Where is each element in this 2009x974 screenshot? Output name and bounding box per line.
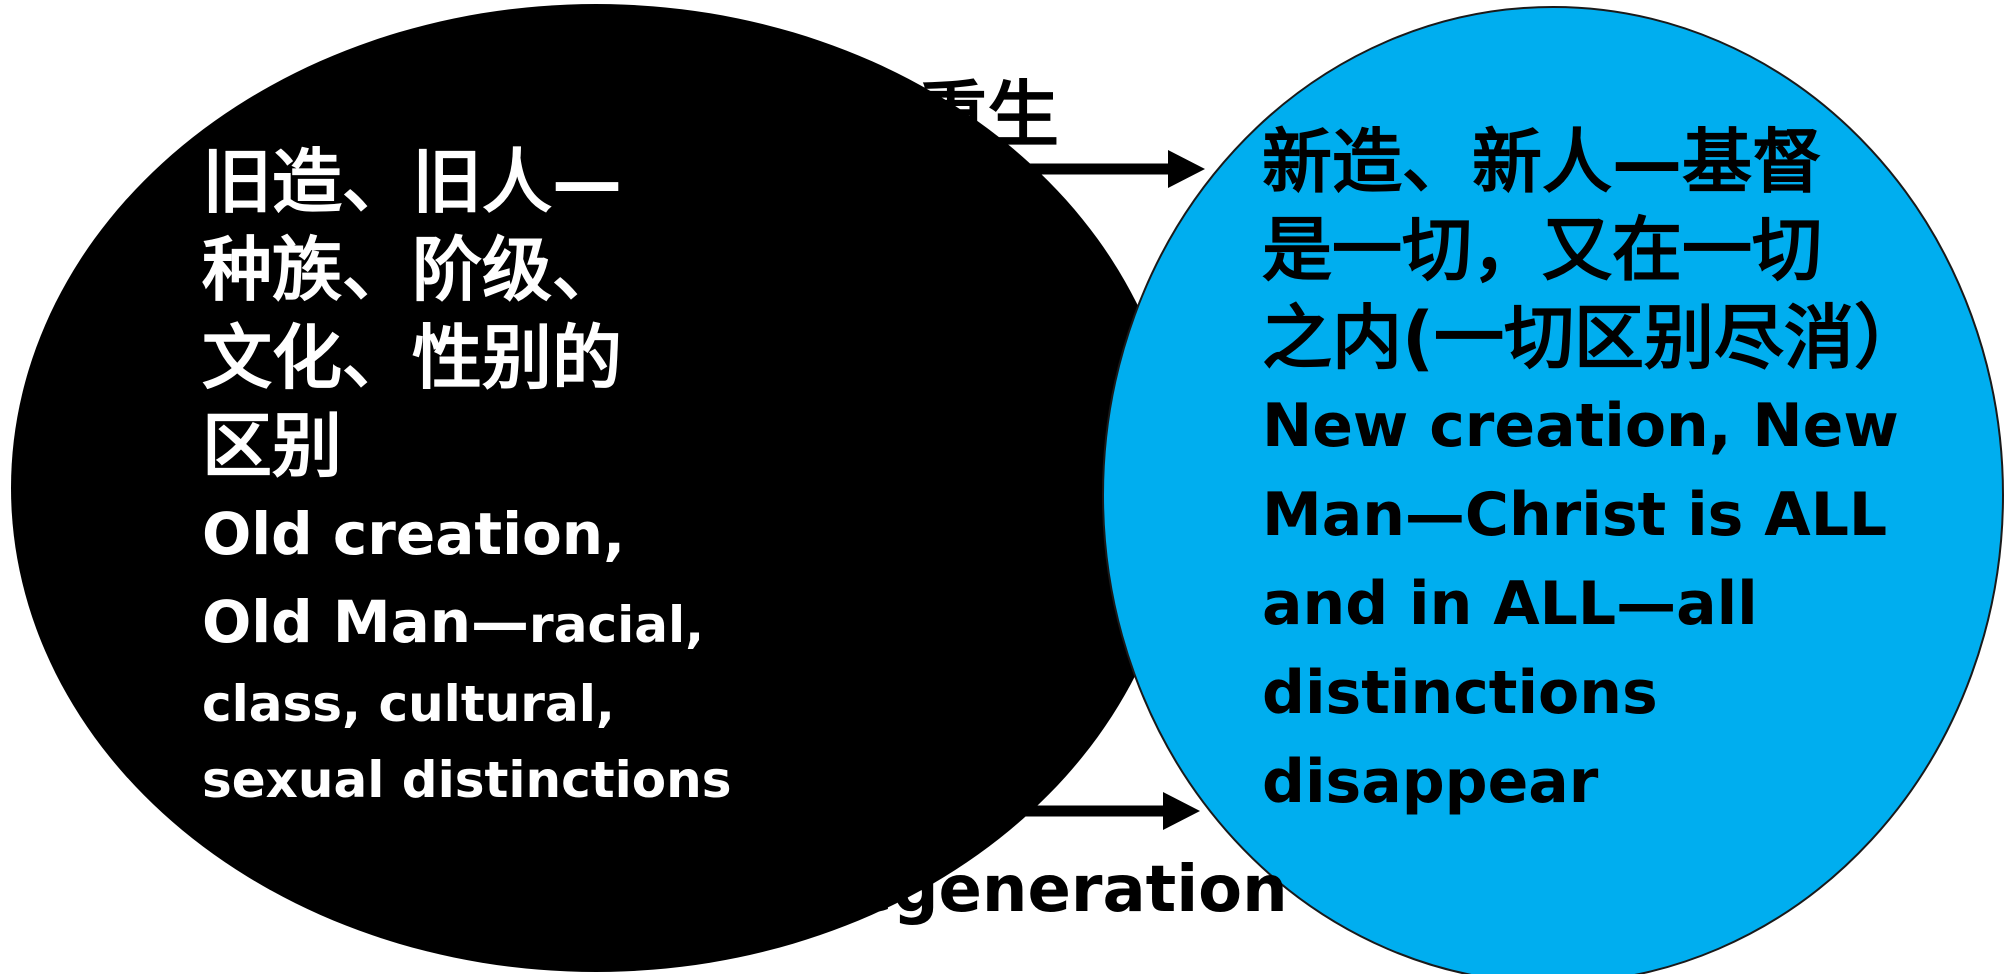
- arrow-label-chinese: 重生: [915, 73, 1060, 157]
- old-creation-en-line: Old creation,: [202, 500, 626, 568]
- new-creation-en-line: Man—Christ is ALL: [1262, 480, 1888, 550]
- old-creation-en-line: sexual distinctions: [202, 751, 732, 809]
- regeneration-arrow-bottom: [814, 792, 1200, 830]
- old-creation-cn-line: 区别: [202, 405, 342, 487]
- old-creation-circle: [11, 4, 1181, 972]
- arrow-label-english: Regeneration: [800, 853, 1288, 927]
- new-creation-text: 新造、新人—基督 是一切，又在一切 之内(一切区别尽消） New creatio…: [1262, 118, 1924, 827]
- regeneration-arrow-top: [818, 150, 1205, 188]
- new-creation-circle: [1102, 6, 2004, 974]
- old-creation-cn-line: 旧造、旧人—: [202, 141, 622, 223]
- new-creation-en-line: distinctions: [1262, 658, 1658, 728]
- old-creation-cn-line: 文化、性别的: [202, 317, 622, 399]
- new-creation-cn-line: 新造、新人—基督: [1262, 121, 1822, 203]
- old-creation-en-line: class, cultural,: [202, 675, 615, 733]
- new-creation-en-line: New creation, New: [1262, 391, 1899, 461]
- new-creation-en-line: and in ALL—all: [1262, 569, 1758, 639]
- old-creation-cn-line: 种族、阶级、: [202, 229, 622, 311]
- old-creation-en-line: Old Man—racial,: [202, 578, 732, 666]
- old-man-text: Old Man—: [202, 588, 530, 656]
- new-creation-cn-line: 是一切，又在一切: [1262, 209, 1822, 291]
- old-creation-text: 旧造、旧人— 种族、阶级、 文化、性别的 区别 Old creation, Ol…: [202, 138, 732, 818]
- racial-text: racial,: [529, 596, 705, 654]
- new-creation-cn-line: 之内(一切区别尽消）: [1262, 297, 1924, 379]
- new-creation-en-line: disappear: [1262, 747, 1599, 817]
